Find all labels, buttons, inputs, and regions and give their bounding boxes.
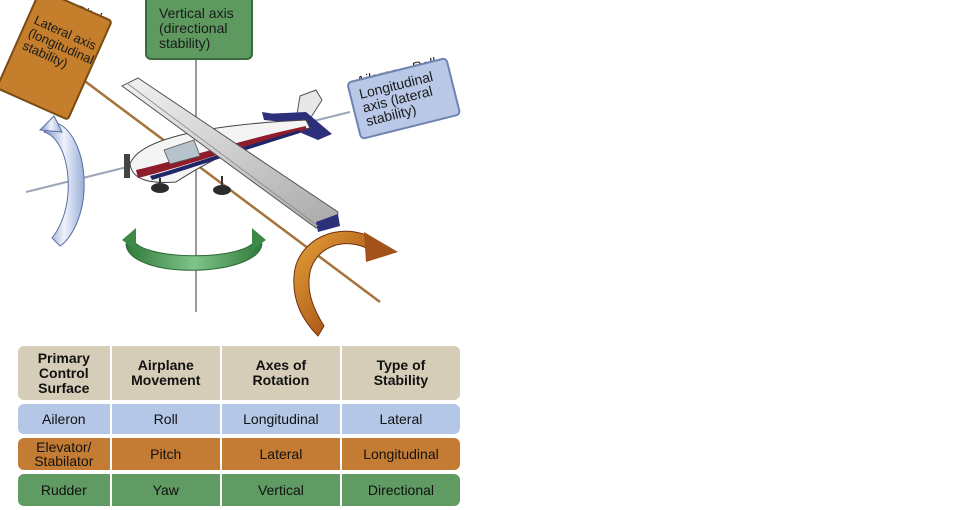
- cell-stability: Lateral: [339, 404, 460, 434]
- header-text: Movement: [131, 372, 201, 388]
- cell-axis: Vertical: [219, 474, 340, 506]
- header-text: Type of: [376, 357, 426, 373]
- header-text: Airplane: [137, 357, 194, 373]
- cell-surface: Rudder: [18, 474, 110, 506]
- header-text: Stability: [373, 372, 429, 388]
- header-axes-of-rotation: Axes of Rotation: [219, 346, 340, 400]
- controls-table: Primary Control Surface Airplane Movemen…: [18, 342, 460, 510]
- header-control-surface: Primary Control Surface: [18, 346, 110, 400]
- airplane-icon: [121, 77, 340, 232]
- vertical-axis-line-1: Vertical axis: [159, 5, 234, 21]
- cell-text: Elevator/: [36, 439, 92, 455]
- pitch-arrow: [293, 230, 377, 337]
- cell-movement: Yaw: [109, 474, 220, 506]
- cell-axis: Lateral: [219, 438, 340, 470]
- header-text: Surface: [38, 379, 90, 396]
- vertical-axis-label: Vertical axis (directional stability): [145, 0, 253, 60]
- cell-stability: Directional: [339, 474, 460, 506]
- header-airplane-movement: Airplane Movement: [109, 346, 220, 400]
- header-text: Axes of: [255, 357, 307, 373]
- header-text: Control: [38, 364, 89, 381]
- table-header-row: Primary Control Surface Airplane Movemen…: [18, 346, 460, 400]
- table-row: Rudder Yaw Vertical Directional: [18, 474, 460, 506]
- header-type-of-stability: Type of Stability: [339, 346, 460, 400]
- vertical-axis-line-3: stability): [159, 35, 211, 51]
- yaw-arrow: [125, 234, 263, 271]
- roll-arrow: [43, 122, 85, 247]
- header-text: Rotation: [252, 372, 310, 388]
- table-row: Aileron Roll Longitudinal Lateral: [18, 404, 460, 434]
- cell-axis: Longitudinal: [219, 404, 340, 434]
- table-row: Elevator/ Stabilator Pitch Lateral Longi…: [18, 438, 460, 470]
- vertical-axis-line-2: (directional: [159, 20, 228, 36]
- cell-movement: Roll: [109, 404, 220, 434]
- header-text: Primary: [37, 349, 90, 366]
- cell-surface: Elevator/ Stabilator: [18, 438, 110, 470]
- cell-stability: Longitudinal: [339, 438, 460, 470]
- cell-movement: Pitch: [109, 438, 220, 470]
- cell-text: Stabilator: [34, 453, 94, 469]
- cell-surface: Aileron: [18, 404, 110, 434]
